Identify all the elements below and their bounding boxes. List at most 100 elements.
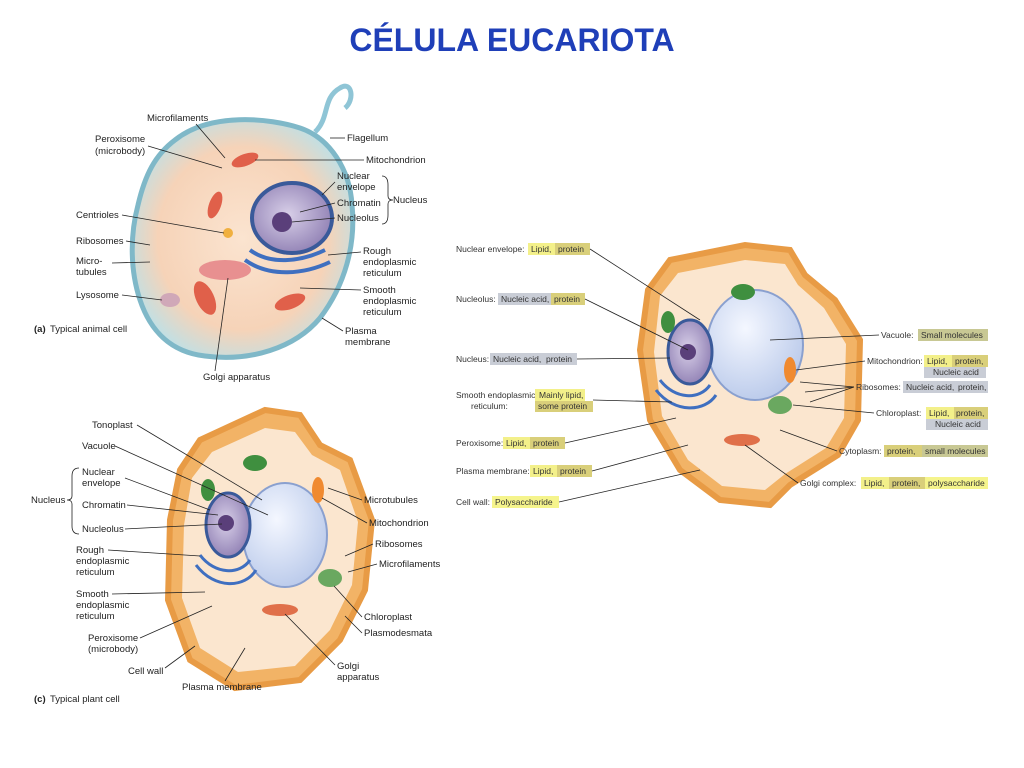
label-lysosome: Lysosome xyxy=(76,290,119,301)
composition-vacuole xyxy=(706,289,804,401)
animal-labels: Microfilaments Peroxisome (microbody) Ce… xyxy=(34,113,428,383)
mitochondrion-shape xyxy=(207,191,223,219)
comp-label-cell-wall: Cell wall: xyxy=(456,497,490,507)
comp-tag-lipid: Lipid, xyxy=(533,466,553,476)
label-rough-er-3: reticulum xyxy=(363,268,402,279)
comp-label-smooth-er-2: reticulum: xyxy=(471,401,508,411)
chloroplast-shape xyxy=(243,455,267,471)
label-plasma-membrane: Plasma xyxy=(345,326,377,337)
plant-label-mitochondrion: Mitochondrion xyxy=(369,518,429,529)
plant-label-chromatin: Chromatin xyxy=(82,500,126,511)
animal-cell-diagram xyxy=(129,83,356,360)
comp-tag-protein: protein xyxy=(546,354,572,364)
plant-label-rough-er-3: reticulum xyxy=(76,567,115,578)
plant-label-nuclear-envelope: Nuclear xyxy=(82,467,115,478)
comp-tag-lipid: Lipid, xyxy=(864,478,884,488)
plant-label-golgi-2: apparatus xyxy=(337,672,380,683)
comp-tag-protein: protein, xyxy=(892,478,920,488)
comp-label-ribosomes: Ribosomes: xyxy=(856,382,901,392)
label-smooth-er-3: reticulum xyxy=(363,307,402,318)
comp-tag-small-molecules: Small molecules xyxy=(921,330,983,340)
comp-tag-protein: protein xyxy=(554,294,580,304)
composition-nucleolus xyxy=(680,344,696,360)
label-centrioles: Centrioles xyxy=(76,210,119,221)
label-smooth-er-2: endoplasmic xyxy=(363,296,417,307)
comp-tag-small-molecules: small molecules xyxy=(925,446,985,456)
label-nuclear-envelope-2: envelope xyxy=(337,182,376,193)
rough-er-shape xyxy=(243,248,331,275)
plant-label-nucleus: Nucleus xyxy=(31,495,66,506)
comp-tag-lipid: Lipid, xyxy=(927,356,947,366)
comp-label-vacuole: Vacuole: xyxy=(881,330,913,340)
label-nucleolus: Nucleolus xyxy=(337,213,379,224)
plant-cell-diagram xyxy=(164,406,376,692)
mitochondrion-shape xyxy=(274,293,306,311)
animal-nucleus xyxy=(250,181,334,255)
plant-label-microbody: (microbody) xyxy=(88,644,138,655)
comp-tag-protein: protein, xyxy=(956,408,984,418)
comp-tag-nucleic-acid: Nucleic acid, xyxy=(501,294,549,304)
chloroplast-shape xyxy=(731,284,755,300)
plant-label-golgi: Golgi xyxy=(337,661,359,672)
comp-label-cytoplasm: Cytoplasm: xyxy=(839,446,882,456)
caption-plant: Typical plant cell xyxy=(50,694,120,705)
mitochondrion-shape xyxy=(784,357,796,383)
composition-labels: Nuclear envelope: Lipid, protein Nucleol… xyxy=(456,243,988,508)
plant-label-cell-wall: Cell wall xyxy=(128,666,163,677)
plant-label-microtubules: Microtubules xyxy=(364,495,418,506)
plant-label-chloroplast: Chloroplast xyxy=(364,612,412,623)
plant-label-nucleolus: Nucleolus xyxy=(82,524,124,535)
caption-animal-letter: (a) xyxy=(34,324,46,335)
comp-tag-protein: protein xyxy=(560,466,586,476)
label-ribosomes: Ribosomes xyxy=(76,236,124,247)
mitochondrion-shape xyxy=(193,281,217,315)
plant-label-vacuole: Vacuole xyxy=(82,441,116,452)
composition-cell-diagram xyxy=(636,241,864,509)
golgi-shape xyxy=(199,260,251,280)
plant-label-rough-er-2: endoplasmic xyxy=(76,556,130,567)
comp-tag-lipid: Lipid, xyxy=(929,408,949,418)
plant-label-ribosomes: Ribosomes xyxy=(375,539,423,550)
label-chromatin: Chromatin xyxy=(337,198,381,209)
plant-label-plasmodesmata: Plasmodesmata xyxy=(364,628,433,639)
comp-label-plasma-membrane: Plasma membrane: xyxy=(456,466,530,476)
plant-label-nuclear-envelope-2: envelope xyxy=(82,478,121,489)
plant-label-microfilaments: Microfilaments xyxy=(379,559,440,570)
label-flagellum: Flagellum xyxy=(347,133,388,144)
plant-label-tonoplast: Tonoplast xyxy=(92,420,133,431)
plant-label-smooth-er-2: endoplasmic xyxy=(76,600,130,611)
comp-label-nuclear-envelope: Nuclear envelope: xyxy=(456,244,525,254)
label-nucleus: Nucleus xyxy=(393,195,428,206)
label-mitochondrion: Mitochondrion xyxy=(366,155,426,166)
chloroplast-shape xyxy=(768,396,792,414)
caption-plant-letter: (c) xyxy=(34,694,46,705)
comp-tag-nucleic-acid: Nucleic acid, xyxy=(906,382,954,392)
label-microfilaments: Microfilaments xyxy=(147,113,208,124)
label-rough-er: Rough xyxy=(363,246,391,257)
comp-label-smooth-er: Smooth endoplasmic xyxy=(456,390,536,400)
label-smooth-er: Smooth xyxy=(363,285,396,296)
rough-er-shape xyxy=(654,379,718,410)
comp-label-nucleolus: Nucleolus: xyxy=(456,294,496,304)
comp-tag-lipid: Lipid, xyxy=(506,438,526,448)
golgi-shape xyxy=(724,434,760,446)
label-peroxisome: Peroxisome xyxy=(95,134,145,145)
chloroplast-shape xyxy=(201,479,215,501)
comp-tag-protein: protein, xyxy=(955,356,983,366)
label-microtubules: Micro- xyxy=(76,256,102,267)
comp-tag-polysaccharide: Polysaccharide xyxy=(495,497,553,507)
mitochondrion-shape xyxy=(312,477,324,503)
comp-label-golgi: Golgi complex: xyxy=(800,478,856,488)
label-microbody: (microbody) xyxy=(95,146,145,157)
comp-label-peroxisome: Peroxisome: xyxy=(456,438,503,448)
mitochondrion-shape xyxy=(231,152,259,168)
centriole-shape xyxy=(223,228,233,238)
comp-tag-some-protein: some protein xyxy=(538,401,587,411)
label-rough-er-2: endoplasmic xyxy=(363,257,417,268)
plant-label-peroxisome: Peroxisome xyxy=(88,633,138,644)
comp-tag-nucleic-acid: Nucleic acid, xyxy=(493,354,541,364)
plant-nucleolus xyxy=(218,515,234,531)
chloroplast-shape xyxy=(318,569,342,587)
plant-label-smooth-er-3: reticulum xyxy=(76,611,115,622)
